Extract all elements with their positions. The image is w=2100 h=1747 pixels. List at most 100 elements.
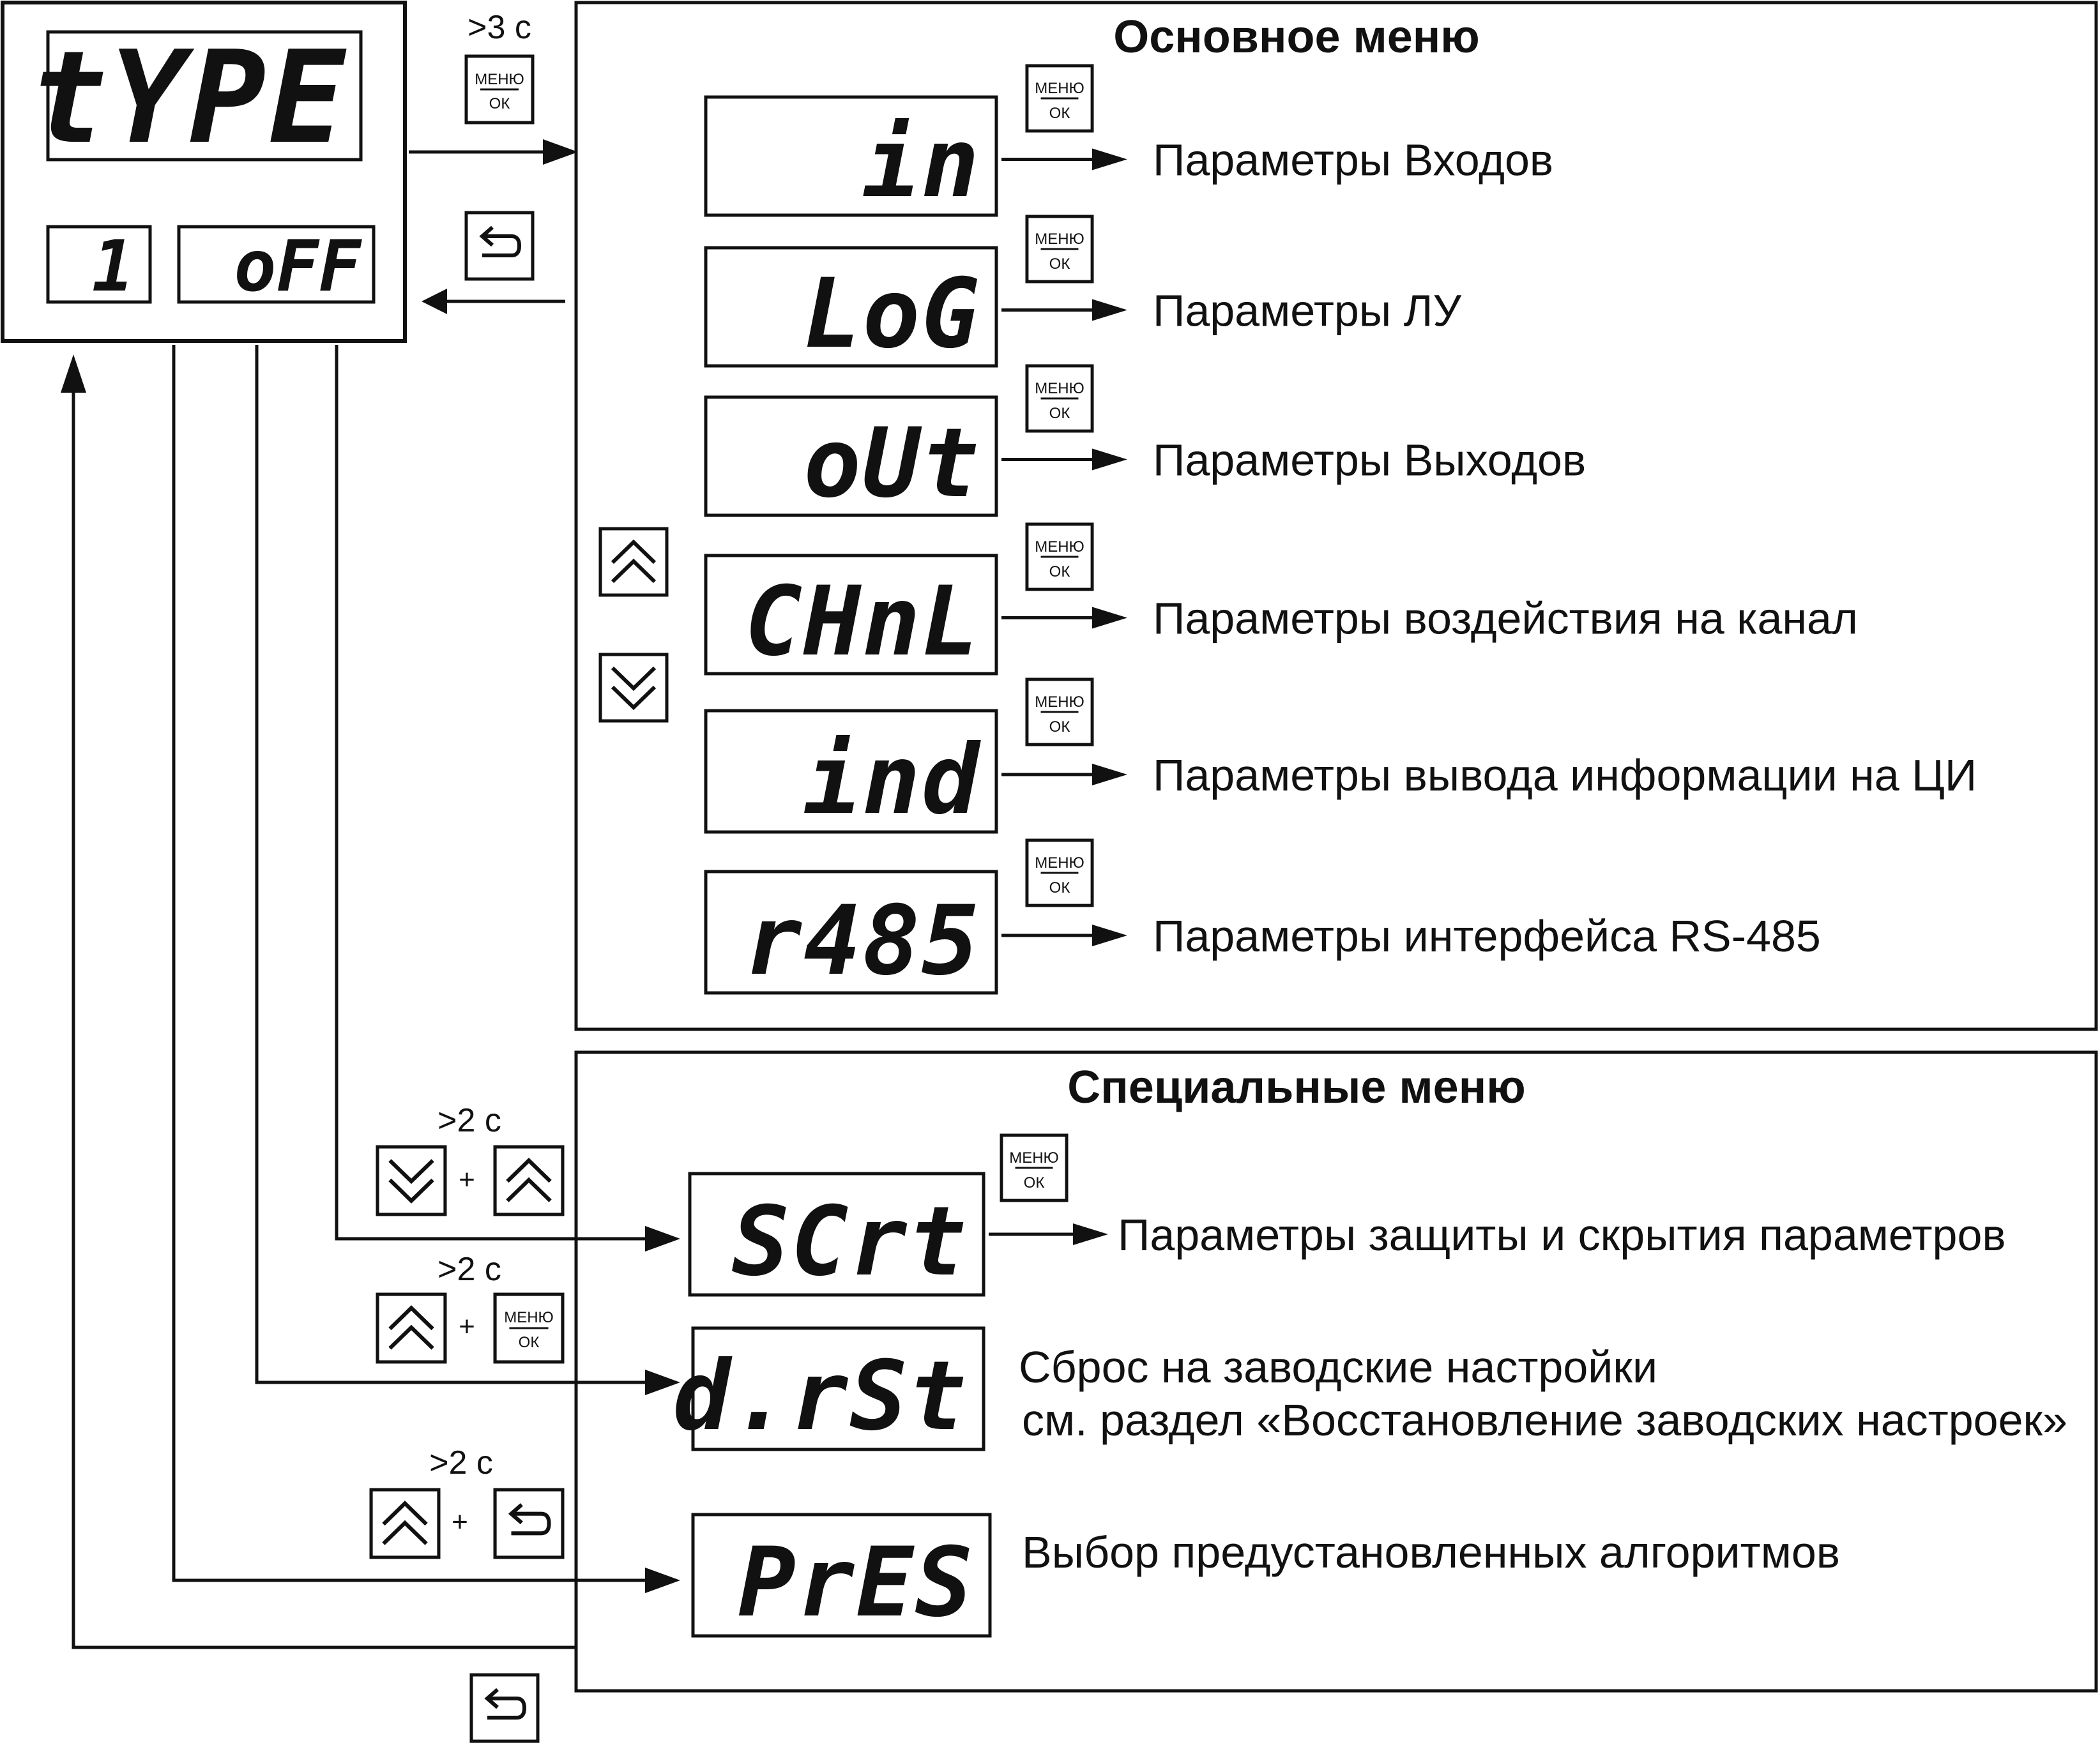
up-double-chevron-icon <box>495 1147 563 1214</box>
arrowhead <box>1092 148 1127 170</box>
back-button[interactable] <box>466 213 533 279</box>
main-menu-item[interactable]: CHnL МЕНЮ ОК Параметры воздействия на канал <box>704 524 1858 677</box>
item-label: Параметры защиты и скрытия параметров <box>1118 1210 2006 1260</box>
menu-ok-bottom-label: ОК <box>1049 718 1070 736</box>
menu-ok-top-label: МЕНЮ <box>504 1309 554 1326</box>
top-display-text: tYPE <box>30 24 348 172</box>
item-display <box>704 395 998 517</box>
item-display <box>691 1326 985 1451</box>
menu-ok-bottom-label: ОК <box>1049 879 1070 896</box>
down-double-chevron-icon <box>600 654 667 721</box>
menu-ok-top-label: МЕНЮ <box>1035 231 1084 248</box>
menu-ok-bottom-label: ОК <box>1049 405 1070 422</box>
up-button[interactable] <box>600 529 667 595</box>
item-display <box>704 870 998 995</box>
item-label: Параметры вывода информации на ЦИ <box>1153 750 1977 800</box>
menu-ok-button[interactable]: МЕНЮ ОК <box>1027 66 1092 131</box>
item-label: Параметры воздействия на канал <box>1153 594 1858 644</box>
menu-ok-top-label: МЕНЮ <box>1035 538 1084 556</box>
menu-ok-bottom-label: ОК <box>1049 105 1070 122</box>
top-display <box>46 30 363 162</box>
item-display <box>704 709 998 834</box>
combo-pres-time: >2 с <box>429 1444 493 1481</box>
down-button[interactable] <box>600 654 667 721</box>
combo-drst-up-button[interactable] <box>377 1294 445 1362</box>
state-display <box>177 225 376 304</box>
menu-ok-button[interactable]: МЕНЮ ОК <box>1027 524 1092 589</box>
up-double-chevron-icon <box>600 529 667 595</box>
menu-ok-top-label: МЕНЮ <box>1009 1149 1059 1167</box>
arrowhead <box>1092 607 1127 629</box>
item-display <box>688 1172 985 1297</box>
connector-lines <box>61 149 680 1649</box>
enter-time-label: >3 с <box>468 9 531 46</box>
item-display <box>691 1513 992 1638</box>
item-display <box>704 554 998 676</box>
combo-drst: >2 с + МЕНЮ ОК <box>377 1251 563 1362</box>
combo-scrt-time: >2 с <box>438 1102 501 1139</box>
exit-back-button[interactable] <box>471 1675 538 1741</box>
item-label: Параметры Выходов <box>1153 435 1586 485</box>
combo-pres-up-button[interactable] <box>371 1490 439 1557</box>
item-display-text: ind <box>803 725 982 836</box>
menu-ok-top-label: МЕНЮ <box>1035 80 1084 97</box>
combo-scrt-up-button[interactable] <box>495 1147 563 1214</box>
menu-ok-button[interactable]: МЕНЮ ОК <box>466 56 533 123</box>
up-double-chevron-icon <box>377 1294 445 1362</box>
special-menu-item[interactable]: PrES Выбор предустановленных алгоритмов <box>691 1513 1840 1638</box>
arrowhead <box>1092 764 1127 785</box>
channel-display-text: 1 <box>92 225 134 307</box>
device-panel: tYPE 1 oFF <box>1 1 407 343</box>
item-note: см. раздел «Восстановление заводских нас… <box>1022 1395 2067 1445</box>
arrowhead <box>1073 1223 1108 1245</box>
item-display-text: in <box>862 108 980 219</box>
menu-ok-bottom-label: ОК <box>519 1334 540 1351</box>
item-display-text: oUt <box>803 408 980 519</box>
item-display <box>704 95 998 217</box>
arrowhead <box>543 139 578 165</box>
combo-pres-back-button[interactable] <box>495 1490 563 1557</box>
item-display-text: CHnL <box>745 566 980 677</box>
state-display-text: oFF <box>234 225 362 307</box>
combo-drst-plus: + <box>459 1311 475 1342</box>
main-menu-item[interactable]: oUt МЕНЮ ОК Параметры Выходов <box>704 366 1586 519</box>
menu-ok-button[interactable]: МЕНЮ ОК <box>1027 216 1092 282</box>
combo-scrt-plus: + <box>459 1164 475 1195</box>
item-label: Параметры ЛУ <box>1153 286 1462 336</box>
item-display-text: PrES <box>738 1527 974 1638</box>
menu-ok-bottom-label: ОК <box>1049 563 1070 580</box>
back-arrow-icon <box>495 1490 563 1557</box>
channel-display <box>46 225 152 304</box>
menu-ok-button[interactable]: МЕНЮ ОК <box>1027 366 1092 431</box>
item-display-text: LoG <box>803 259 980 370</box>
combo-scrt-down-button[interactable] <box>377 1147 445 1214</box>
menu-ok-bottom-label: ОК <box>1049 255 1070 273</box>
back-arrow-icon <box>466 213 533 279</box>
up-double-chevron-icon <box>371 1490 439 1557</box>
item-label: Выбор предустановленных алгоритмов <box>1022 1527 1840 1577</box>
back-arrow-icon <box>471 1675 538 1741</box>
combo-pres-plus: + <box>452 1506 468 1538</box>
menu-ok-top-label: МЕНЮ <box>1035 854 1084 872</box>
combo-drst-menu-button[interactable]: МЕНЮ ОК <box>495 1294 563 1362</box>
main-menu-item[interactable]: in МЕНЮ ОК Параметры Входов <box>704 66 1553 219</box>
special-menu-title: Специальные меню <box>1067 1062 1525 1113</box>
main-menu-item[interactable]: LoG МЕНЮ ОК Параметры ЛУ <box>704 216 1462 370</box>
arrowhead <box>1092 925 1127 946</box>
menu-ok-top-label: МЕНЮ <box>1035 380 1084 397</box>
menu-ok-button[interactable]: МЕНЮ ОК <box>1027 840 1092 905</box>
down-double-chevron-icon <box>377 1147 445 1214</box>
menu-ok-bottom-label: ОК <box>489 95 510 112</box>
item-label: Параметры Входов <box>1153 135 1553 185</box>
arrowhead <box>1092 448 1127 471</box>
item-display-text: d.rSt <box>673 1341 968 1452</box>
